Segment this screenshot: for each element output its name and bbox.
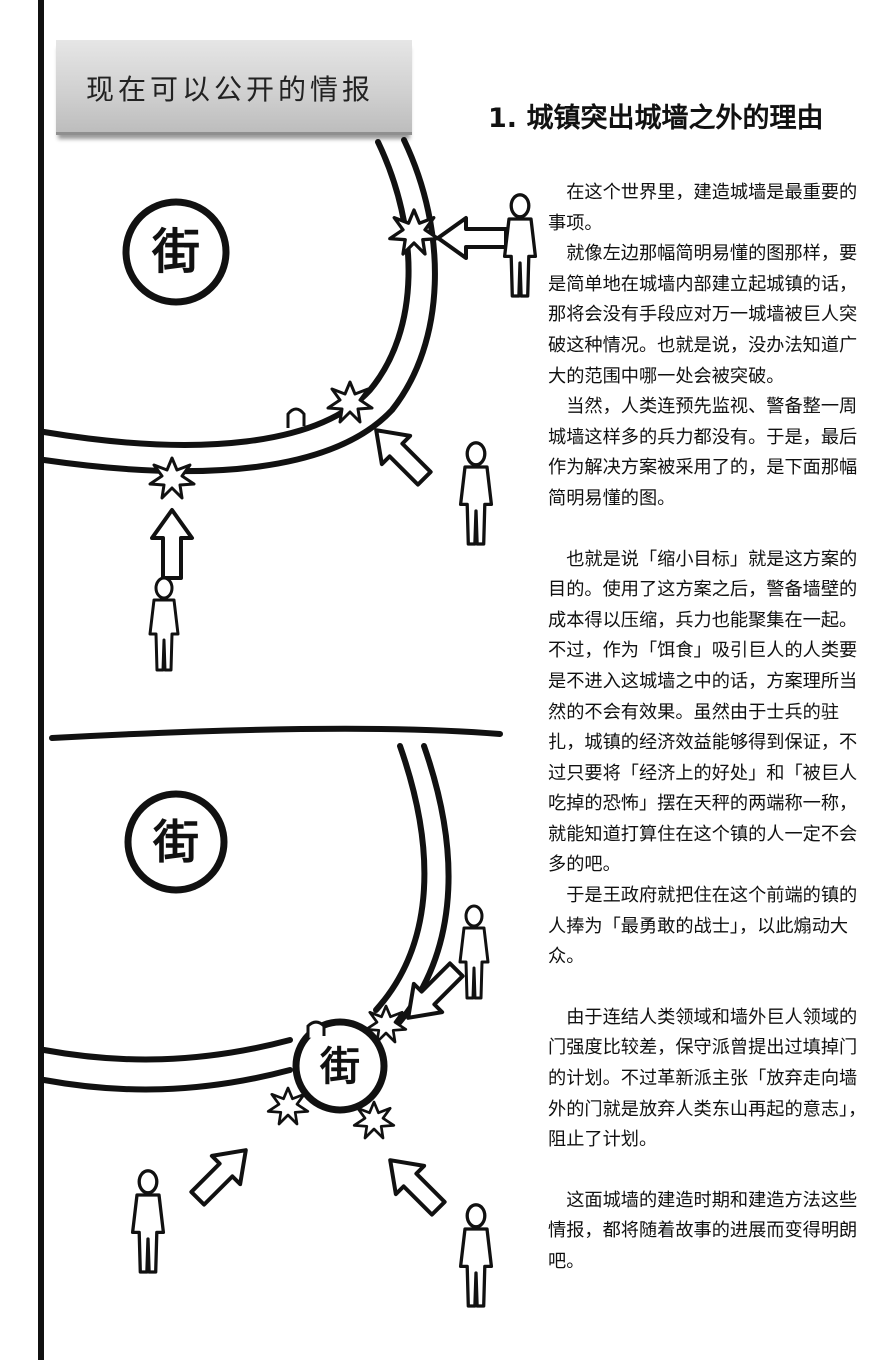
breach-burst-3 — [148, 456, 196, 500]
titan-figure-5 — [130, 1169, 166, 1274]
titan-figure-1 — [502, 193, 538, 298]
town-emblem-bottom: 街 — [124, 790, 228, 894]
article-paragraph-3: 当然，人类连预先监视、警备整一周城墙这样多的兵力都没有。于是，最后作为解决方案被… — [548, 396, 858, 509]
titan-figure-4 — [458, 904, 490, 1000]
info-banner-label: 现在可以公开的情报 — [86, 73, 375, 106]
titan-figure-3 — [148, 576, 180, 672]
article-paragraph-6: 由于连结人类领域和墙外巨人领域的门强度比较差，保守派曾提出过填掉门的计划。不过革… — [548, 1006, 867, 1151]
town-glyph-frontline: 街 — [319, 1043, 360, 1090]
small-gate-icon — [286, 407, 306, 428]
info-banner: 现在可以公开的情报 — [56, 40, 412, 135]
page-spine-line — [38, 0, 44, 1360]
panel-divider — [49, 725, 503, 741]
titan-figure-2 — [458, 441, 494, 546]
article-paragraph-4: 也就是说「缩小目标」就是这方案的目的。使用了这方案之后，警备墙壁的成本得以压缩，… — [548, 548, 858, 876]
section-title: 1. 城镇突出城墙之外的理由 — [488, 103, 824, 134]
town-glyph-bottom: 街 — [152, 815, 199, 869]
frontline-town: 街 — [292, 1018, 388, 1114]
article-body: 在这个世界里，建造城墙是最重要的事项。 就像左边那幅简明易懂的图那样，要是简单地… — [548, 178, 874, 1278]
attack-arrow-1 — [436, 216, 508, 260]
article-paragraph-5: 于是王政府就把住在这个前端的镇的人捧为「最勇敢的战士」，以此煽动大众。 — [548, 885, 858, 968]
town-emblem-top: 街 — [122, 198, 230, 306]
article-paragraph-1: 在这个世界里，建造城墙是最重要的事项。 — [548, 182, 858, 234]
titan-figure-6 — [458, 1203, 494, 1308]
top-diagram: 街 — [41, 137, 538, 672]
bottom-diagram: 街 街 — [41, 743, 494, 1308]
attack-arrow-6 — [376, 1146, 452, 1222]
attack-arrow-3 — [150, 508, 194, 580]
frontline-gate-icon — [306, 1020, 326, 1038]
article-paragraph-2: 就像左边那幅简明易懂的图那样，要是简单地在城墙内部建立起城镇的话，那将会没有手段… — [548, 243, 858, 387]
attack-arrow-5 — [184, 1136, 260, 1212]
article-paragraph-7: 这面城墙的建造时期和建造方法这些情报，都将随着故事的进展而变得明朗吧。 — [548, 1189, 858, 1272]
town-glyph-top: 街 — [151, 224, 200, 280]
